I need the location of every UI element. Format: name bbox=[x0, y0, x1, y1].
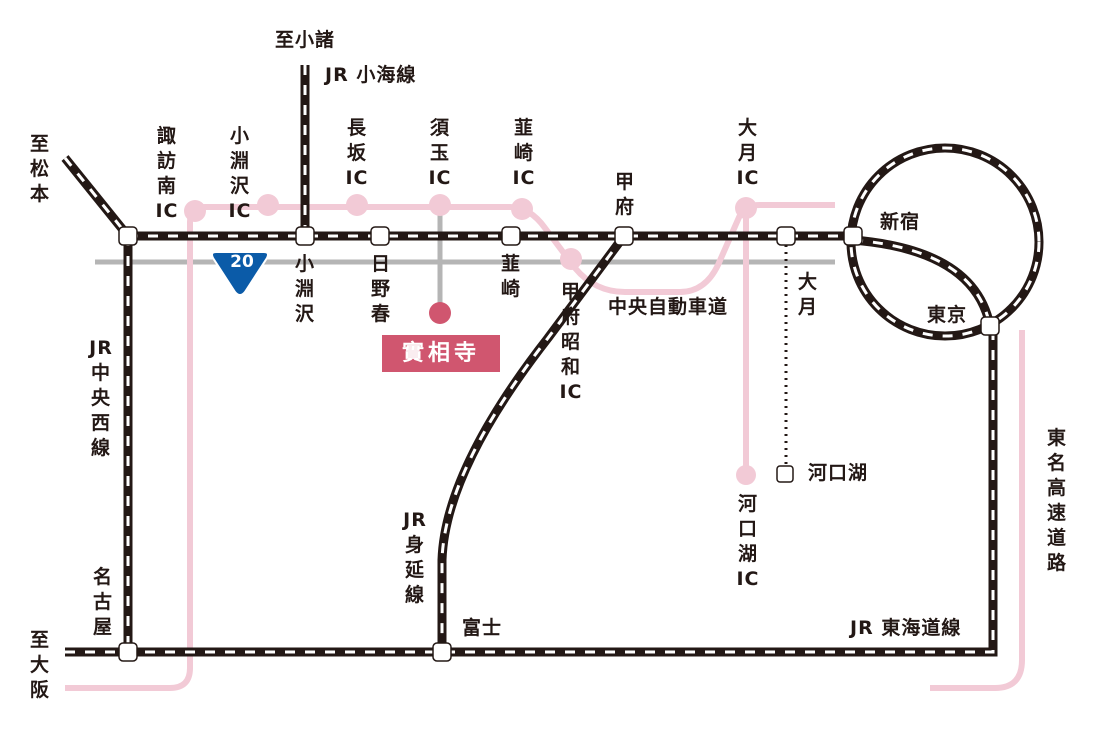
route-shield-number: 20 bbox=[230, 252, 254, 272]
label-shinjuku: 新宿 bbox=[880, 211, 921, 233]
label-minobu-line: JR 身 延 線 bbox=[403, 509, 427, 606]
label-kawaguchiko-station: 河口湖 bbox=[808, 462, 869, 484]
route-shield-icon bbox=[211, 251, 269, 296]
label-nagasaka-ic: 長 坂 IC bbox=[345, 117, 369, 189]
label-nagoya: 名 古 屋 bbox=[92, 566, 113, 638]
label-kofu-station: 甲 府 bbox=[614, 171, 635, 218]
label-otsuki-ic: 大 月 IC bbox=[736, 117, 760, 189]
label-tokaido-line: JR 東海道線 bbox=[850, 617, 962, 639]
label-to-matsumoto: 至松本 bbox=[29, 133, 50, 205]
label-nirasaki-station: 韮 崎 bbox=[500, 253, 521, 300]
label-nirasaki-ic: 韮 崎 IC bbox=[512, 117, 536, 189]
label-kofu-showa-ic: 甲 府 昭 和 IC bbox=[559, 281, 583, 403]
label-kobuchizawa-station: 小 淵 沢 bbox=[294, 253, 315, 325]
ic-dots bbox=[184, 194, 757, 485]
label-chuo-expressway: 中央自動車道 bbox=[608, 296, 729, 318]
temple-label: 實相寺 bbox=[382, 335, 500, 372]
label-chuo-west-line: JR 中 央 西 線 bbox=[89, 337, 113, 459]
label-kobuchizawa-ic: 小 淵 沢 IC bbox=[228, 125, 252, 222]
label-to-osaka: 至大阪 bbox=[29, 629, 50, 701]
label-sutama-ic: 須 玉 IC bbox=[428, 117, 452, 189]
label-fuji-station: 富士 bbox=[462, 617, 503, 639]
temple-marker bbox=[429, 302, 451, 324]
label-hinoharu-station: 日 野 春 bbox=[370, 253, 391, 325]
label-koumi-line: JR 小海線 bbox=[325, 64, 417, 86]
station-nodes bbox=[118, 226, 1000, 662]
label-suwa-minami-ic: 諏 訪 南 IC bbox=[155, 125, 179, 222]
label-otsuki-station: 大 月 bbox=[797, 271, 818, 318]
label-tomei-expressway: 東 名 高 速 道 路 bbox=[1046, 427, 1067, 574]
railways bbox=[61, 65, 1044, 657]
label-kawaguchiko-ic: 河 口 湖 IC bbox=[736, 493, 760, 590]
tomei-expressway bbox=[930, 330, 1025, 691]
label-to-komoro: 至小諸 bbox=[275, 29, 336, 51]
label-tokyo: 東京 bbox=[927, 304, 968, 326]
chuo-expressway bbox=[65, 202, 835, 691]
